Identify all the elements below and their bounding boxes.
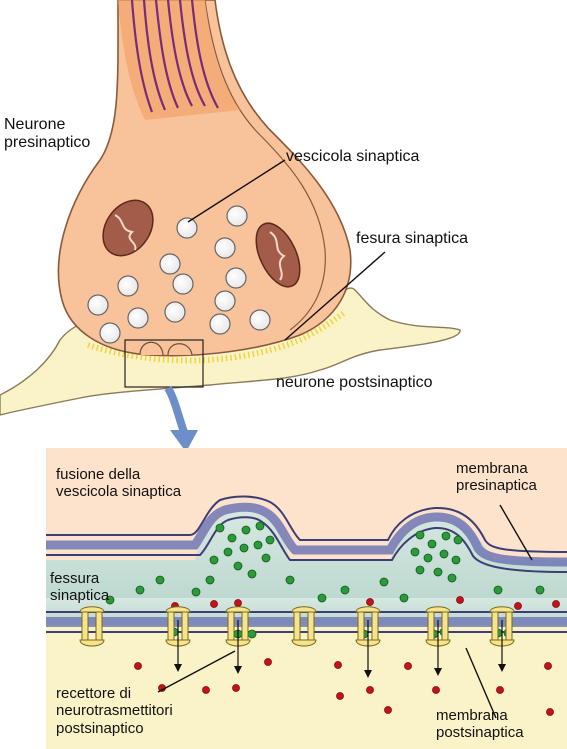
label-line: fessura xyxy=(50,570,100,587)
label-line: postsinaptica xyxy=(436,724,524,742)
leader-presynaptic-membrane xyxy=(499,504,533,561)
mitochondrion-left xyxy=(102,199,154,257)
label-line: presinaptico xyxy=(4,134,91,152)
axon-microtubules xyxy=(130,0,219,113)
label-presynaptic-neuron: Neurone presinaptico xyxy=(4,116,90,153)
receptor-5 xyxy=(355,606,381,678)
fusing-vesicles-top xyxy=(139,341,193,356)
label-line: recettore di xyxy=(56,685,132,702)
leader-postsynaptic-membrane xyxy=(465,647,497,719)
receptor-4 xyxy=(291,606,317,647)
leader-vesicle xyxy=(187,159,286,223)
receptor-6 xyxy=(425,606,451,676)
label-line: sinaptica xyxy=(50,587,110,605)
leader-cleft-top xyxy=(284,251,386,341)
receptor-2 xyxy=(165,606,191,672)
receptor-3 xyxy=(225,606,251,674)
label-line: fusione della xyxy=(56,466,141,483)
label-vesicle-fusion: fusione della vescicola sinaptica xyxy=(56,466,181,501)
label-synaptic-cleft-top: fesura sinaptica xyxy=(356,230,469,247)
mitochondrion-right xyxy=(255,222,301,288)
zoom-box xyxy=(124,339,204,388)
label-line: presinaptica xyxy=(456,477,537,495)
leader-receptor xyxy=(157,650,236,693)
label-presynaptic-membrane: membrana presinaptica xyxy=(456,460,537,495)
label-line: vescicola sinaptica xyxy=(56,483,182,501)
receptor-1 xyxy=(79,606,105,647)
label-receptor: recettore di neurotrasmettitori postsina… xyxy=(56,685,173,737)
receptors xyxy=(79,606,515,678)
label-line: postsinaptico xyxy=(56,719,144,737)
ions-red xyxy=(134,596,560,716)
label-postsynaptic-neuron: neurone postsinaptico xyxy=(276,374,433,391)
label-synaptic-cleft-bottom: fessura sinaptica xyxy=(50,570,109,605)
label-line: Neurone xyxy=(4,116,66,133)
label-line: membrana xyxy=(456,460,528,477)
zoom-arrow xyxy=(164,385,198,452)
label-line: membrana xyxy=(436,707,508,724)
synaptic-vesicles xyxy=(87,205,271,344)
label-line: neurotrasmettitori xyxy=(56,702,173,720)
zoom-panel xyxy=(46,448,567,749)
receptor-7 xyxy=(489,606,515,672)
label-synaptic-vesicle: vescicola sinaptica xyxy=(286,148,420,165)
label-postsynaptic-membrane: membrana postsinaptica xyxy=(436,707,524,742)
